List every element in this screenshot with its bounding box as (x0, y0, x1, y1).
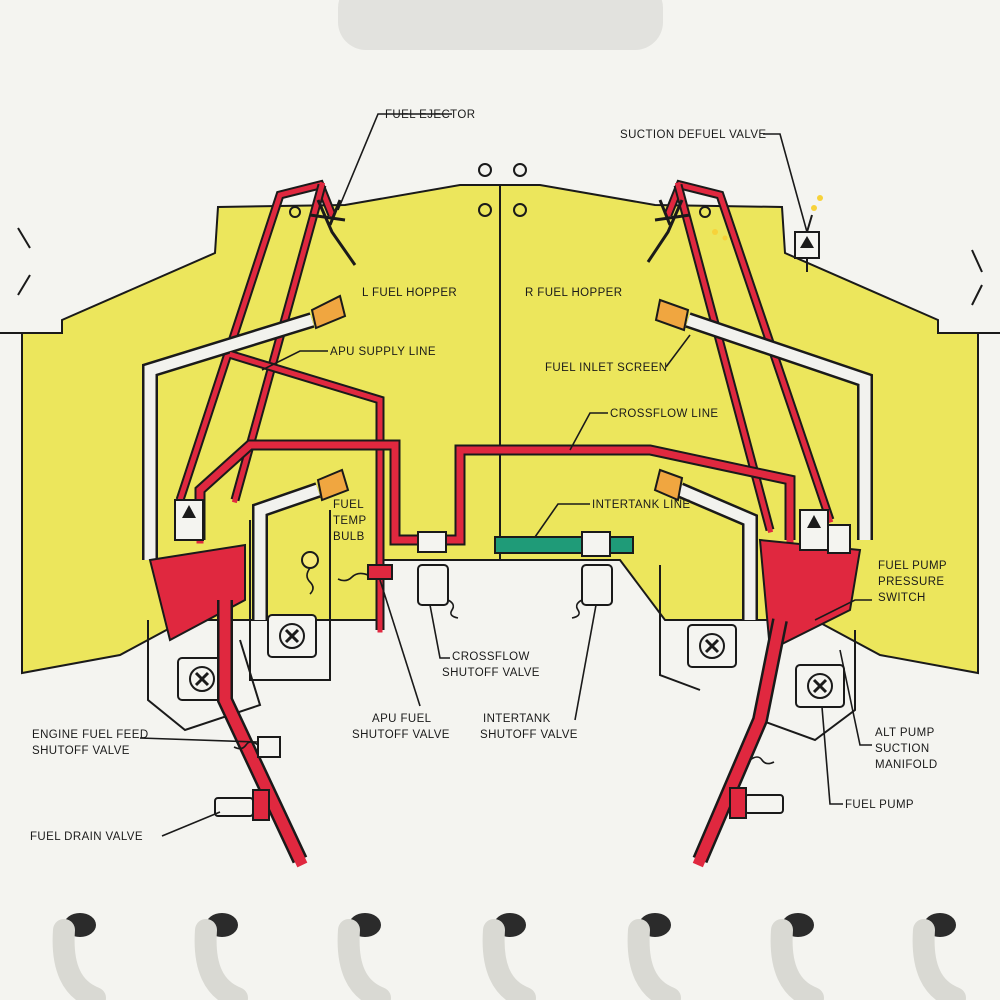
label-fuel-drain-valve: FUEL DRAIN VALVE (30, 831, 143, 843)
label-apu-supply-line: APU SUPPLY LINE (330, 346, 436, 358)
suction-lines (142, 312, 873, 620)
left-manifold (148, 543, 246, 642)
vent-holes (289, 163, 711, 218)
binder-ring (627, 913, 681, 1000)
intertank-shutoff-valve (571, 531, 613, 619)
label-alt-pump-1: ALT PUMP (875, 727, 935, 739)
leader-fuel-pump (821, 706, 843, 805)
label-apu-shutoff-2: SHUTOFF VALVE (352, 729, 450, 741)
leader-alt-pump-manifold (839, 649, 872, 746)
label-pressure-switch-1: FUEL PUMP (878, 560, 947, 572)
label-fuel-inlet-screen: FUEL INLET SCREEN (545, 362, 667, 374)
label-crossflow-shutoff-2: SHUTOFF VALVE (442, 667, 540, 679)
vent-hole (289, 206, 301, 218)
binder-rings (52, 913, 966, 1000)
fuel-temp-bulb (301, 551, 319, 595)
label-intertank-shutoff-2: SHUTOFF VALVE (480, 729, 578, 741)
vent-hole (478, 203, 492, 217)
crossflow-shutoff-valve (417, 531, 459, 619)
inlet-screen-cone (310, 294, 347, 330)
labels: FUEL EJECTOR SUCTION DEFUEL VALVE L FUEL… (30, 109, 947, 843)
label-engine-feed-1: ENGINE FUEL FEED (32, 729, 149, 741)
apu-supply-line (228, 350, 385, 633)
inlet-screen-cone (653, 468, 684, 502)
left-pump-assembly (147, 499, 331, 732)
binder-tab (338, 0, 663, 50)
label-intertank-line: INTERTANK LINE (592, 499, 690, 511)
leader-crossflow-line (569, 412, 608, 451)
break-mark-right (971, 249, 983, 306)
label-crossflow-line: CROSSFLOW LINE (610, 408, 718, 420)
leader-fuel-ejector (337, 113, 452, 211)
label-fuel-ejector: FUEL EJECTOR (385, 109, 475, 121)
vent-hole (478, 163, 492, 177)
leader-apu-supply (261, 350, 328, 371)
leader-intertank-line (534, 503, 590, 538)
intertank-line (494, 536, 634, 554)
vent-hole (513, 203, 527, 217)
label-alt-pump-3: MANIFOLD (875, 759, 938, 771)
label-pressure-switch-3: SWITCH (878, 592, 926, 604)
fuel-ejector-left (309, 199, 357, 266)
right-pump-assembly (659, 509, 862, 742)
fuel-inlet-screens (310, 294, 690, 502)
label-engine-feed-2: SHUTOFF VALVE (32, 745, 130, 757)
leader-pressure-switch (814, 599, 872, 621)
label-fuel-temp-bulb-2: TEMP (333, 515, 367, 527)
label-l-fuel-hopper: L FUEL HOPPER (362, 287, 457, 299)
label-r-fuel-hopper: R FUEL HOPPER (525, 287, 622, 299)
binder-ring (770, 913, 824, 1000)
binder-ring (194, 913, 248, 1000)
label-fuel-pump: FUEL PUMP (845, 799, 914, 811)
label-fuel-temp-bulb-1: FUEL (333, 499, 364, 511)
binder-ring (337, 913, 391, 1000)
apu-fuel-shutoff-valve (337, 564, 393, 582)
right-drain-valve (729, 756, 784, 819)
leader-engine-feed (139, 737, 259, 743)
binder-ring (52, 913, 106, 1000)
break-mark-left (17, 227, 31, 296)
label-crossflow-shutoff-1: CROSSFLOW (452, 651, 530, 663)
leader-suction-defuel (763, 133, 808, 233)
binder-ring (482, 913, 536, 1000)
label-pressure-switch-2: PRESSURE (878, 576, 944, 588)
fuel-drain-valve (214, 789, 270, 821)
label-suction-defuel-valve: SUCTION DEFUEL VALVE (620, 129, 766, 141)
leader-lines (139, 113, 872, 837)
vent-hole (513, 163, 527, 177)
leader-crossflow-shutoff (429, 604, 450, 659)
label-alt-pump-2: SUCTION (875, 743, 930, 755)
label-fuel-temp-bulb-3: BULB (333, 531, 365, 543)
binder-ring (912, 913, 966, 1000)
label-intertank-shutoff-1: INTERTANK (483, 713, 551, 725)
vent-hole (699, 206, 711, 218)
label-apu-shutoff-1: APU FUEL (372, 713, 432, 725)
inlet-screen-cone (654, 298, 690, 332)
leader-inlet-screen (665, 334, 691, 368)
inlet-screen-cone (316, 468, 350, 502)
leader-intertank-shutoff (574, 604, 597, 721)
engine-feed-lines (217, 594, 788, 868)
leader-apu-shutoff (379, 579, 421, 707)
leader-drain-valve (161, 811, 221, 837)
fuel-ejector-right (646, 199, 691, 263)
suction-defuel-valve (794, 205, 820, 272)
intertank-pipe (494, 536, 634, 554)
